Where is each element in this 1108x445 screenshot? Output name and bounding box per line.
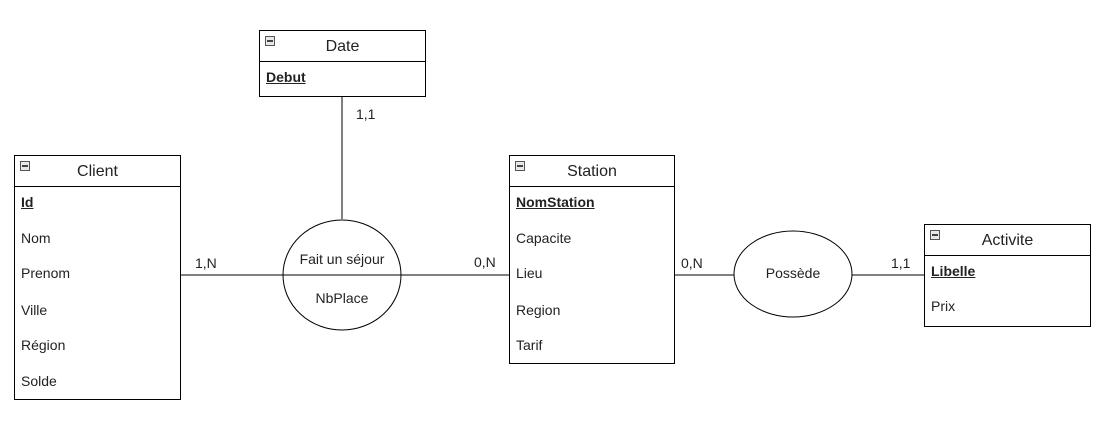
entity-station[interactable]: Station NomStation Capacite Lieu Region …: [509, 155, 675, 364]
cardinality-activite-possede: 1,1: [891, 255, 911, 271]
entity-attribute: Région: [21, 337, 66, 353]
relationship-sejour-attribute: NbPlace: [315, 290, 369, 306]
collapse-icon[interactable]: [265, 36, 275, 46]
relationship-possede-label: Possède: [765, 265, 821, 281]
entity-date[interactable]: Date Debut: [259, 30, 426, 97]
cardinality-station-possede: 0,N: [681, 255, 703, 271]
cardinality-client-sejour: 1,N: [195, 255, 217, 271]
entity-attribute: Region: [516, 302, 561, 318]
collapse-icon[interactable]: [515, 161, 525, 171]
entity-attribute: Debut: [266, 69, 306, 85]
entity-attribute: Libelle: [931, 263, 976, 279]
entity-attribute: Prenom: [21, 265, 71, 281]
relationship-possede[interactable]: [733, 230, 853, 318]
entity-activite[interactable]: Activite Libelle Prix: [924, 224, 1091, 327]
entity-attribute: Prix: [931, 298, 956, 314]
entity-title: Client: [77, 163, 118, 180]
entity-header: Date: [260, 31, 425, 62]
collapse-icon[interactable]: [930, 230, 940, 240]
entity-header: Activite: [925, 225, 1090, 256]
entity-attribute: Solde: [21, 373, 57, 389]
entity-attribute: Nom: [21, 230, 51, 246]
entity-attribute: Capacite: [516, 230, 572, 246]
entity-title: Date: [325, 38, 360, 55]
entity-attribute: Tarif: [516, 337, 543, 353]
entity-attribute: NomStation: [516, 194, 595, 210]
entity-attribute: Id: [21, 194, 34, 210]
entity-title: Station: [567, 163, 617, 180]
cardinality-station-sejour: 0,N: [474, 254, 496, 270]
entity-header: Client: [15, 156, 180, 187]
cardinality-date-sejour: 1,1: [356, 106, 376, 122]
collapse-icon[interactable]: [20, 161, 30, 171]
entity-attribute: Lieu: [516, 265, 543, 281]
entity-header: Station: [510, 156, 674, 187]
entity-attribute: Ville: [21, 302, 48, 318]
entity-title: Activite: [981, 232, 1034, 249]
entity-client[interactable]: Client Id Nom Prenom Ville Région Solde: [14, 155, 181, 400]
relationship-sejour-label: Fait un séjour: [299, 251, 385, 267]
